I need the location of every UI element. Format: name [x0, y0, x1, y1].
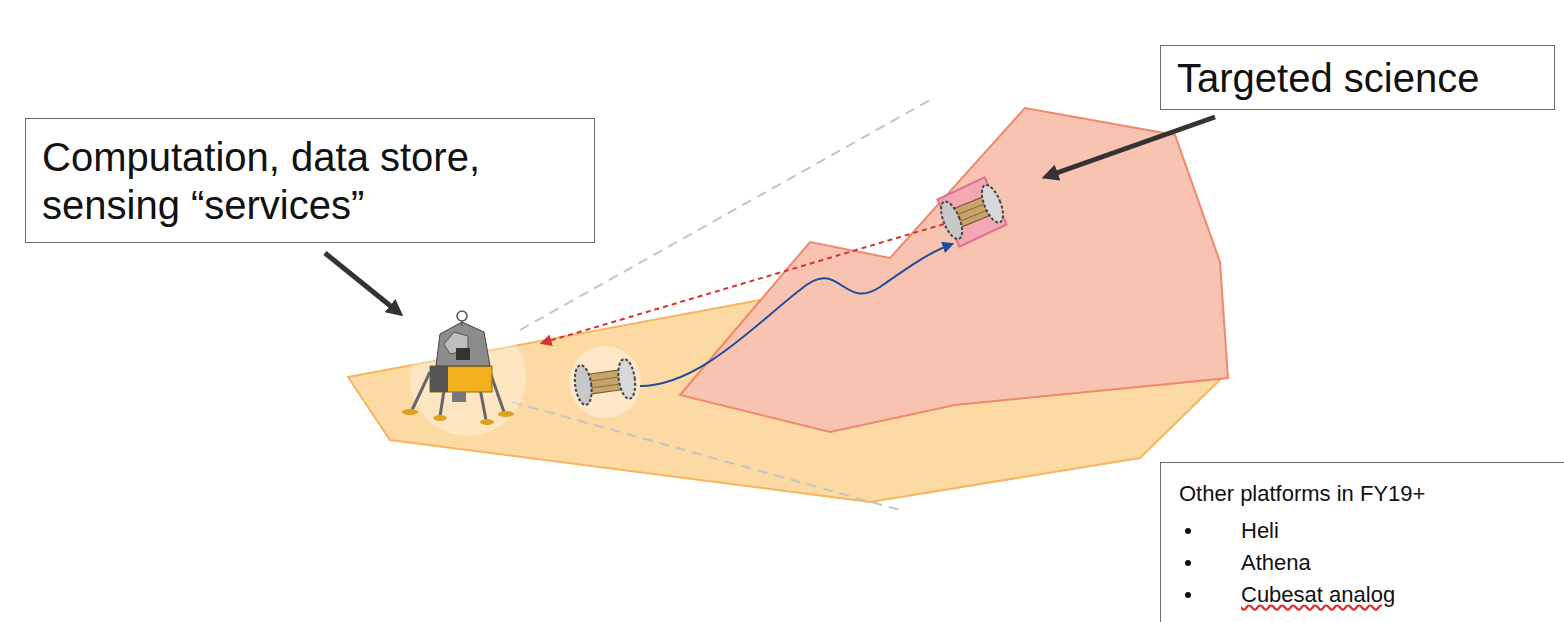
bullet-item: Athena — [1241, 550, 1311, 576]
bullet-dot — [1185, 528, 1191, 534]
view-line — [512, 402, 900, 510]
callout-text: Targeted science — [1177, 54, 1538, 102]
callout-arrow — [1048, 117, 1215, 176]
callout-arrow — [325, 253, 398, 312]
comm-link — [542, 224, 944, 343]
note-heading: Other platforms in FY19+ — [1179, 481, 1564, 507]
note-box: Other platforms in FY19+ HeliAthenaCubesa… — [1160, 462, 1564, 622]
rover-halo — [569, 346, 641, 418]
bullet-dot — [1185, 592, 1191, 598]
lander-halo — [410, 320, 526, 436]
bullet-dot — [1185, 560, 1191, 566]
traverse-path — [640, 244, 952, 386]
rover-icon — [573, 358, 638, 406]
callout-box: Targeted science — [1160, 45, 1555, 110]
bullet-item: Heli — [1241, 518, 1279, 544]
callout-text: Computation, data store, sensing “servic… — [42, 133, 578, 229]
target-square — [937, 177, 1006, 246]
bullet-item: Cubesat analog — [1241, 582, 1395, 608]
rover-icon — [937, 182, 1008, 242]
lander-icon — [402, 311, 514, 425]
slope-region — [680, 108, 1228, 432]
callout-box: Computation, data store, sensing “servic… — [25, 118, 595, 243]
